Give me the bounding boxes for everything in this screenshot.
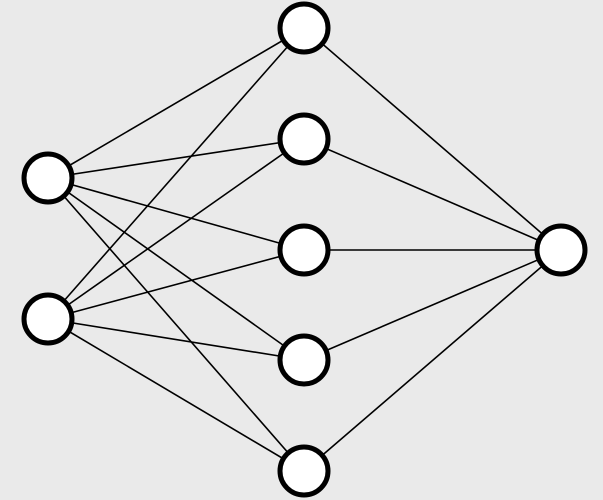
connection-input-2-to-hidden-1 <box>47 27 305 320</box>
connection-hidden-2-to-output-1 <box>303 138 562 251</box>
connection-input-1-to-hidden-1 <box>47 27 305 179</box>
connection-input-1-to-hidden-2 <box>47 138 305 179</box>
connection-hidden-1-to-output-1 <box>303 27 562 251</box>
connection-input-2-to-hidden-4 <box>47 318 305 361</box>
input-node-2 <box>21 292 75 346</box>
connection-input-1-to-hidden-5 <box>47 177 305 472</box>
hidden-node-4 <box>277 333 331 387</box>
hidden-node-2 <box>277 112 331 166</box>
connection-input-1-to-hidden-3 <box>47 177 305 251</box>
hidden-node-5 <box>277 444 331 498</box>
output-node-1 <box>534 223 588 277</box>
input-node-1 <box>21 151 75 205</box>
connection-input-2-to-hidden-5 <box>47 318 305 472</box>
connection-input-1-to-hidden-4 <box>47 177 305 361</box>
connections-group <box>47 27 562 472</box>
hidden-node-3 <box>277 223 331 277</box>
connection-hidden-5-to-output-1 <box>303 249 562 472</box>
connection-hidden-4-to-output-1 <box>303 249 562 361</box>
connection-input-2-to-hidden-3 <box>47 249 305 320</box>
connection-input-2-to-hidden-2 <box>47 138 305 320</box>
hidden-node-1 <box>277 1 331 55</box>
nodes-group <box>21 1 588 498</box>
